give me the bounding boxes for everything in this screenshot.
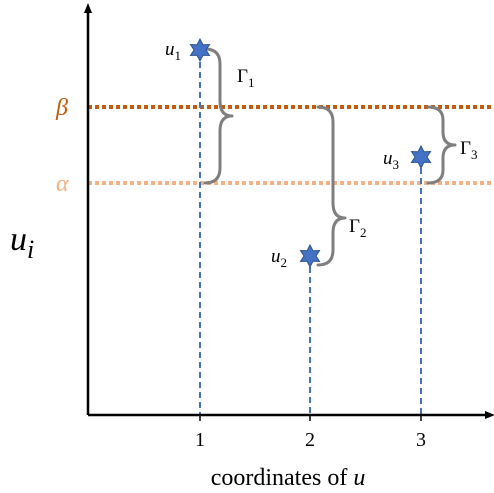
y-axis-label: ui — [10, 221, 34, 264]
label-gamma-2: Γ2 — [349, 216, 366, 240]
x-axis-label: coordinates of u — [211, 465, 366, 491]
label-gamma-3: Γ3 — [460, 138, 477, 162]
label-alpha: α — [56, 171, 69, 197]
x-tick-label-3: 3 — [416, 429, 426, 451]
star-u1 — [189, 37, 211, 63]
brace-gamma-2 — [316, 105, 347, 267]
star-u3 — [410, 144, 432, 170]
label-gamma-1: Γ1 — [237, 66, 254, 90]
label-beta: β — [55, 95, 68, 121]
brace-gamma-1 — [203, 47, 234, 185]
label-u1: u1 — [165, 39, 181, 63]
label-u3: u3 — [383, 148, 399, 172]
star-u2 — [299, 243, 321, 269]
x-tick-label-2: 2 — [305, 429, 315, 451]
x-tick-label-1: 1 — [195, 429, 205, 451]
brace-gamma-3 — [426, 105, 457, 185]
label-u2: u2 — [271, 246, 287, 270]
